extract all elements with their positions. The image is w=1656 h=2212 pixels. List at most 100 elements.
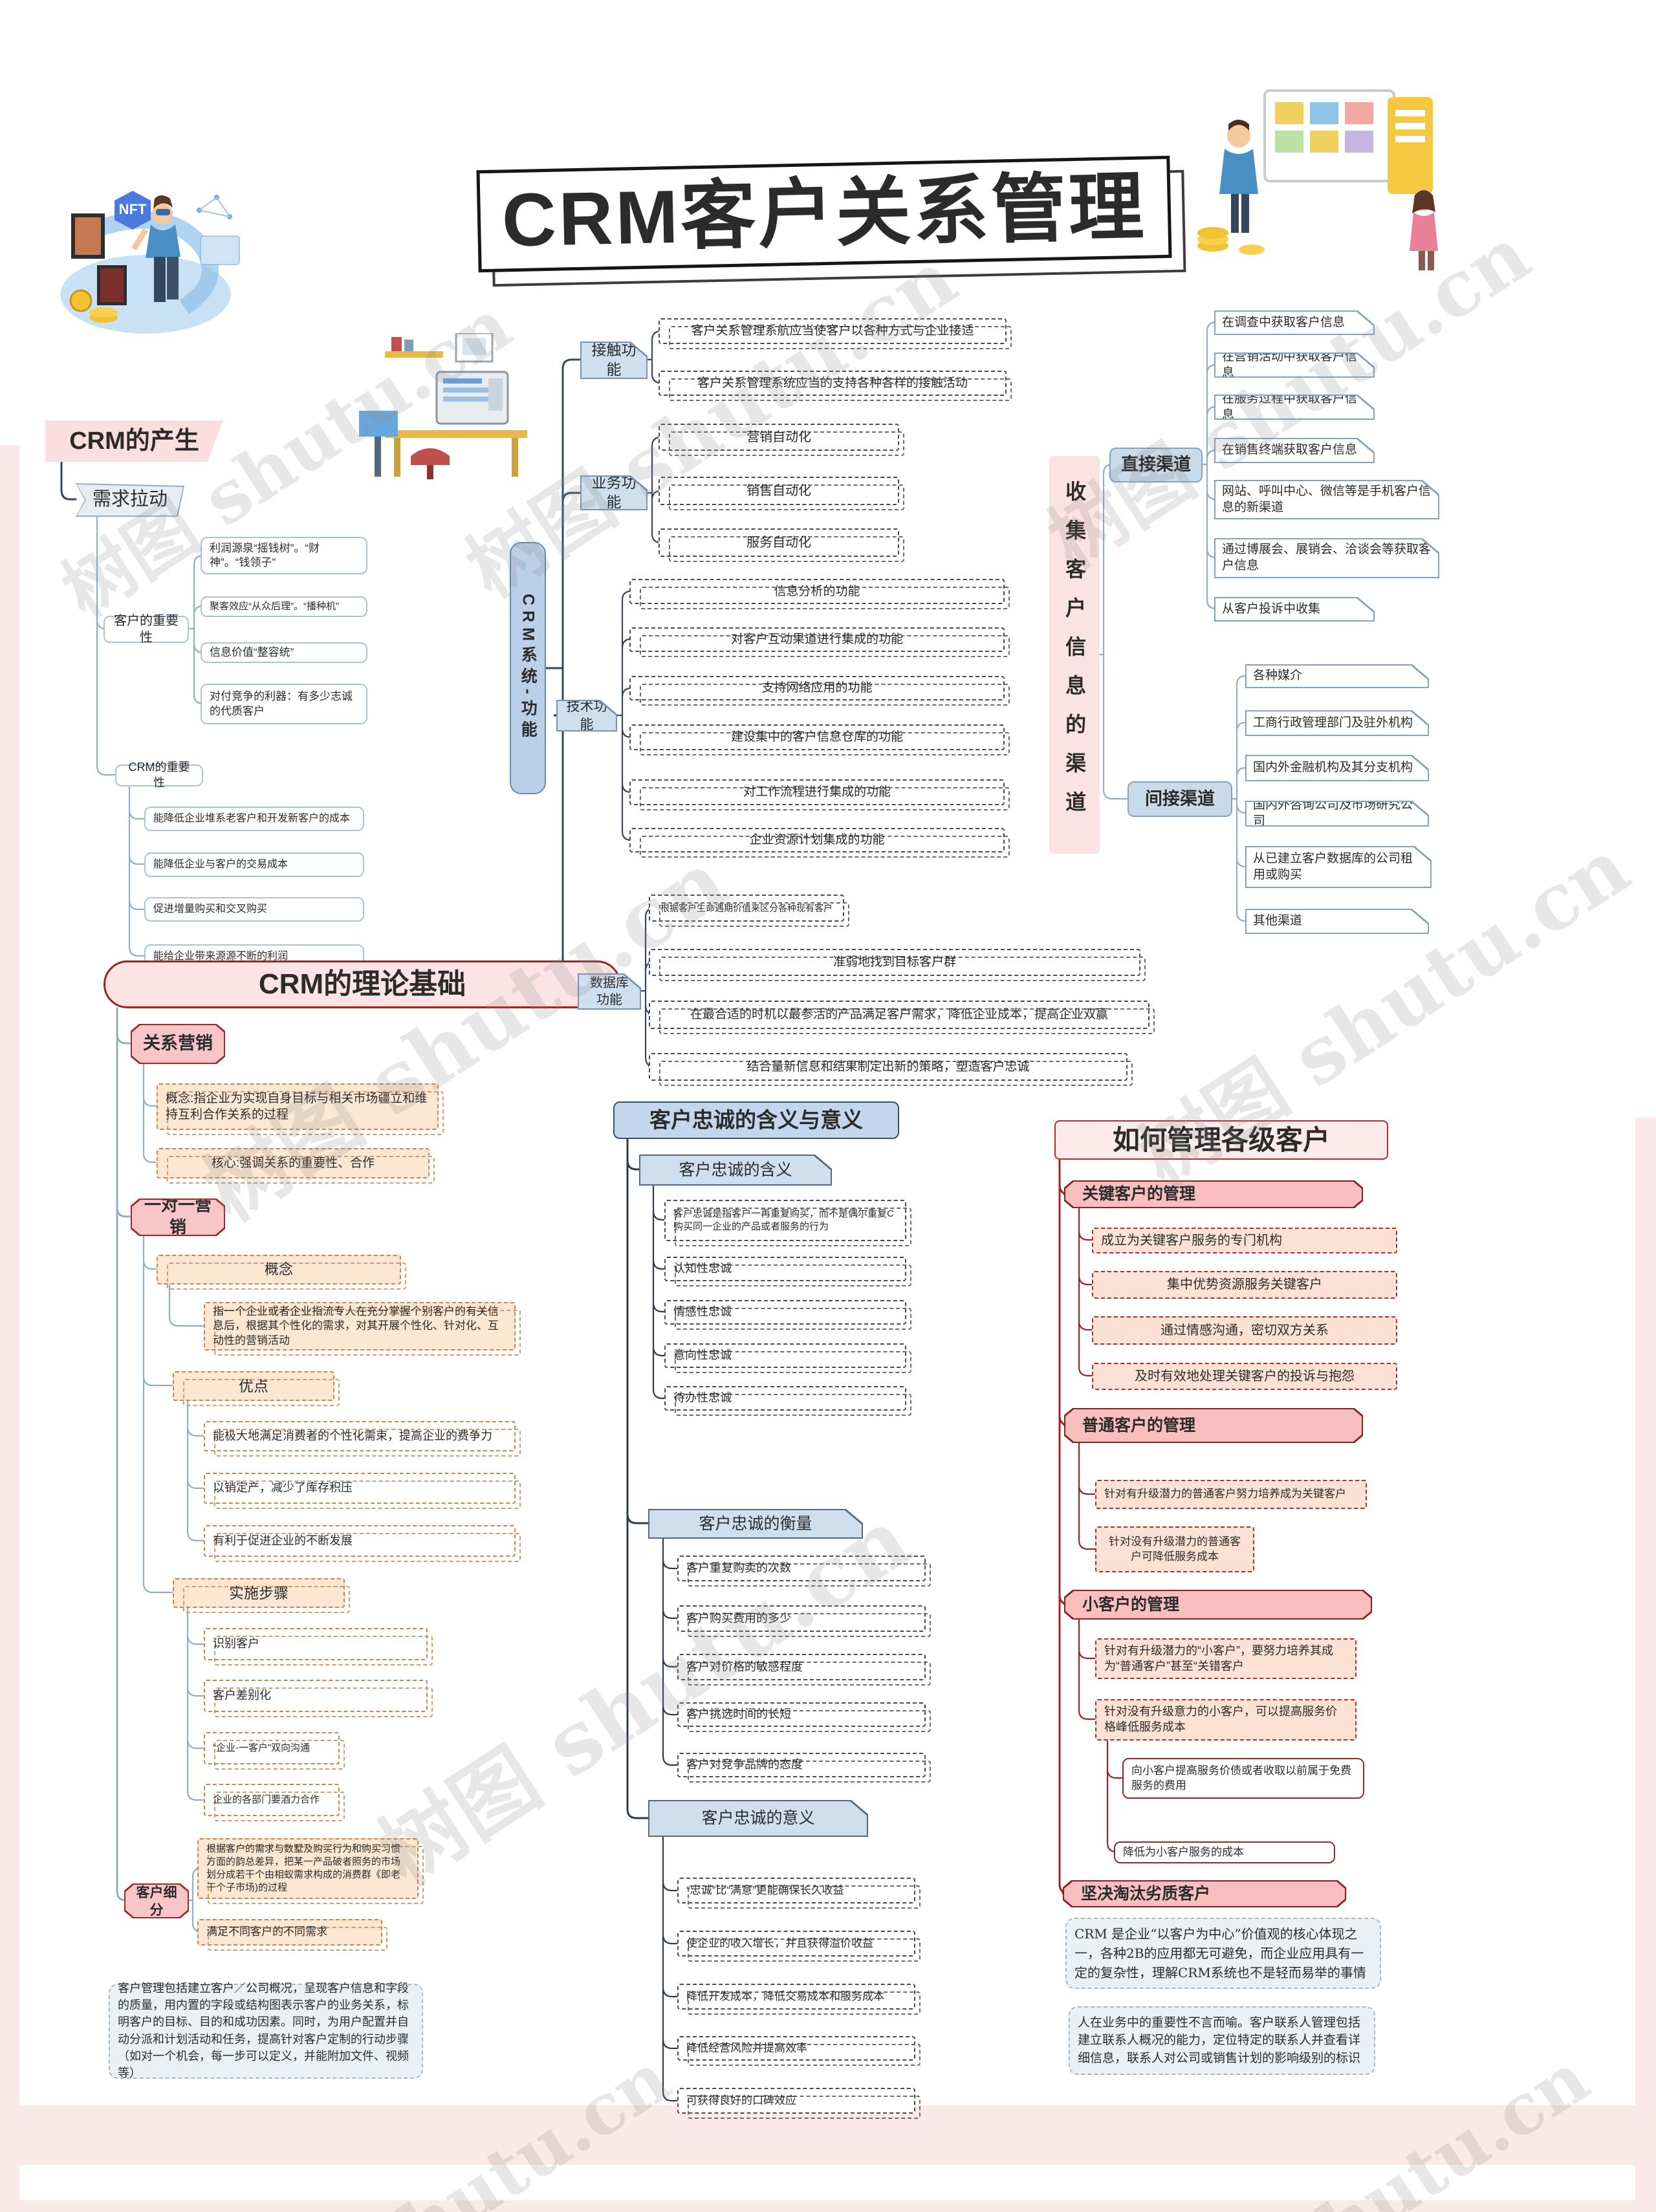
direct-channel-item[interactable]: 从客户投诉中收集 <box>1214 597 1375 622</box>
tech-item[interactable]: 企业资源计划集成的功能 <box>629 828 1010 858</box>
crm-importance-item[interactable]: 促进增量购买和交叉购买 <box>144 897 364 922</box>
loyalty-significance-item[interactable]: 降低开发成本，降低交易成本和服务成本 <box>677 1984 921 2015</box>
node-loyalty-measure[interactable]: 客户忠诚的衡量 <box>648 1509 863 1539</box>
database-item[interactable]: 根据客户生命遇期价值来区分各种现有客户 <box>649 895 849 927</box>
node-business-function[interactable]: 业务功能 <box>580 475 648 510</box>
indirect-channel-item[interactable]: 从已建立客户数据库的公司租用或购买 <box>1245 846 1432 888</box>
indirect-channel-item[interactable]: 国内外金融机构及其分支机构 <box>1245 755 1429 781</box>
direct-channel-item[interactable]: 在营销活动中获取客户信息 <box>1214 352 1375 378</box>
loyalty-significance-item[interactable]: 使企业的收入增长，并且获得溢价收益 <box>677 1931 921 1962</box>
node-crm-origin[interactable]: CRM的产生 <box>45 420 223 462</box>
node-contact-function[interactable]: 接触功能 <box>580 342 648 379</box>
small-customer-subitem[interactable]: 向小客户提高服务价债或者收取以前属于免费服务的费用 <box>1122 1758 1364 1799</box>
contact-item[interactable]: 客户关系管理系航应当使客户以各种方式与企业接适 <box>659 318 1012 349</box>
small-customer-item[interactable]: 针对有升级潜力的“小客户”，要努力培养其成为“普通客户”甚至“关错客户 <box>1095 1638 1356 1679</box>
node-database-function[interactable]: 数据库功能 <box>578 973 641 1010</box>
relationship-concept[interactable]: 概念:指企业为实现自身目标与相关市场疆立和维持互利合作关系的过程 <box>157 1083 444 1135</box>
node-loyalty-header[interactable]: 客户忠诚的含义与意义 <box>613 1101 899 1139</box>
step-item[interactable]: 识别客户 <box>204 1628 433 1665</box>
indirect-channel-item[interactable]: 其他渠道 <box>1245 909 1429 934</box>
node-crm-system-functions[interactable]: CRM系统-功能 <box>510 542 546 794</box>
one2one-concept-detail[interactable]: 指一个企业或者企业指流专人在充分掌握个别客户的有关信息后，根据其个性化的需求，对… <box>204 1302 521 1356</box>
node-tech-function[interactable]: 技术功能 <box>556 700 617 732</box>
loyalty-measure-item[interactable]: 客户重复购卖的次数 <box>677 1556 931 1587</box>
direct-channel-item[interactable]: 在服务过程中获取客户信息 <box>1214 395 1375 420</box>
key-customer-item[interactable]: 及时有效地处理关键客户的投诉与抱怨 <box>1092 1363 1397 1390</box>
loyalty-significance-item[interactable]: 可获得良好的口碑效应 <box>677 2088 921 2119</box>
tech-item[interactable]: 建设集中的客户信息仓库的功能 <box>629 724 1010 755</box>
loyalty-measure-item[interactable]: 客户对竞争品牌的态度 <box>677 1753 931 1783</box>
node-normal-customer[interactable]: 普通客户的管理 <box>1064 1408 1363 1443</box>
tech-item[interactable]: 信息分析的功能 <box>629 579 1010 609</box>
node-small-customer[interactable]: 小客户的管理 <box>1064 1590 1372 1620</box>
node-loyalty-significance[interactable]: 客户忠诚的意义 <box>648 1800 868 1837</box>
loyalty-meaning-item[interactable]: 客户忠诚是指客户一再重复购买，而不是偶尔重复C购买同一企业的产品或者服务的行为 <box>664 1200 911 1246</box>
step-item[interactable]: 企业的各部门要酒力合作 <box>204 1784 345 1821</box>
indirect-channel-item[interactable]: 各种媒介 <box>1245 664 1429 688</box>
node-customer-importance[interactable]: 客户的重要性 <box>104 614 189 645</box>
advantage-item[interactable]: 以销定产，减少了库存积压 <box>204 1473 521 1509</box>
loyalty-meaning-item[interactable]: 情感性忠诚 <box>664 1300 911 1330</box>
small-customer-item[interactable]: 针对没有升级意力的小客户，可以提高服务价格峰低服务成本 <box>1095 1699 1356 1740</box>
direct-channel-item[interactable]: 网站、呼叫中心、微信等是手机客户信息的新渠道 <box>1214 480 1439 519</box>
database-item[interactable]: 准弱地找到目标客户群 <box>649 949 1146 981</box>
advantage-item[interactable]: 能极大地满足消费者的个性化需束，提高企业的费争力 <box>204 1421 521 1457</box>
loyalty-meaning-item[interactable]: 认知性忠诚 <box>664 1257 911 1286</box>
one2one-steps-header[interactable]: 实施步骤 <box>173 1578 350 1613</box>
step-item[interactable]: “企业-一客户”双向沟通 <box>204 1732 345 1770</box>
business-item[interactable]: 营销自动化 <box>659 424 904 456</box>
node-crm-theory[interactable]: CRM的理论基础 <box>104 960 621 1008</box>
node-eliminate-bad-customers[interactable]: 坚决淘汰劣质客户 <box>1063 1880 1346 1907</box>
direct-channel-item[interactable]: 通过博展会、展销会、洽谈会等获取客户信息 <box>1214 538 1439 578</box>
normal-customer-item[interactable]: 针对没有升级潜力的普通客户可降低服务成本 <box>1095 1526 1254 1572</box>
node-one-to-one-marketing[interactable]: 一对一营销 <box>131 1198 225 1236</box>
tech-item[interactable]: 对客户互动果道进行集成的功能 <box>629 627 1010 657</box>
key-customer-item[interactable]: 通过情感沟通，密切双方关系 <box>1092 1316 1397 1345</box>
customer-importance-item[interactable]: 聚客效应“从众后理”。“播种机” <box>201 596 367 617</box>
database-item[interactable]: 在最合适的时机以最参活的产品满足客户需求，降低企业成本，提高企业双赢 <box>649 1001 1155 1034</box>
customer-importance-item[interactable]: 对付竞争的利器：有多少志诚的代质客户 <box>201 684 367 724</box>
business-item[interactable]: 销售自动化 <box>659 477 904 510</box>
node-direct-channel[interactable]: 直接渠道 <box>1109 448 1203 483</box>
indirect-channel-item[interactable]: 工商行政管理部门及驻外机构 <box>1245 710 1429 736</box>
key-customer-item[interactable]: 成立为关键客户服务的专门机构 <box>1092 1228 1397 1253</box>
node-relationship-marketing[interactable]: 关系营销 <box>131 1024 225 1064</box>
node-demand-pull[interactable]: 需求拉动 <box>76 483 184 517</box>
loyalty-measure-item[interactable]: 客户购买费用的多少 <box>677 1605 931 1637</box>
one2one-concept-header[interactable]: 概念 <box>157 1255 406 1290</box>
database-item[interactable]: 结合量新信息和结果制定出新的策略，塑造客户忠诚 <box>649 1053 1133 1086</box>
crm-importance-item[interactable]: 能降低企业堆系老客户和开发新客户的成本 <box>144 807 364 831</box>
relationship-core[interactable]: 核心:强调关系的重要性、合作 <box>157 1148 435 1184</box>
direct-channel-item[interactable]: 在调查中获取客户信息 <box>1214 310 1375 335</box>
customer-importance-item[interactable]: 信息价值“整容统” <box>201 642 367 663</box>
one2one-advantage-header[interactable]: 优点 <box>173 1371 340 1406</box>
node-manage-header[interactable]: 如何管理各级客户 <box>1054 1120 1388 1160</box>
direct-channel-item[interactable]: 在销售终端获取客户信息 <box>1214 438 1375 463</box>
small-customer-subitem[interactable]: 降低为小客户服务的成本 <box>1114 1841 1335 1863</box>
indirect-channel-item[interactable]: 国内外咨询公司及市场研究公司 <box>1245 801 1429 827</box>
loyalty-significance-item[interactable]: “忠诚”比“满意”更能确保长久收益 <box>677 1878 921 1909</box>
tech-item[interactable]: 对工作流程进行集成的功能 <box>629 779 1010 810</box>
key-customer-item[interactable]: 集中优势资源服务关键客户 <box>1092 1271 1397 1299</box>
customer-importance-item[interactable]: 利润源泉“摇钱树”。“财神”。“钱领子” <box>201 537 367 574</box>
node-crm-importance[interactable]: CRM的重要性 <box>115 761 203 789</box>
node-indirect-channel[interactable]: 间接渠道 <box>1128 781 1232 817</box>
business-item[interactable]: 服务自动化 <box>659 528 904 562</box>
segmentation-detail[interactable]: 根据客户的需求与数墅及购买行为和购买习惯方面的韵总差异，把某一产品破者照务的市场… <box>197 1838 424 1904</box>
loyalty-meaning-item[interactable]: 待办性忠诚 <box>664 1386 911 1416</box>
tech-item[interactable]: 支持网络应用的功能 <box>629 676 1010 706</box>
step-item[interactable]: 客户差别化 <box>204 1680 433 1717</box>
segmentation-item[interactable]: 满足不同客户的不同需求 <box>197 1919 387 1951</box>
node-loyalty-meaning[interactable]: 客户忠诚的含义 <box>639 1155 832 1186</box>
node-key-customer[interactable]: 关键客户的管理 <box>1064 1180 1363 1208</box>
loyalty-measure-item[interactable]: 客户挑选时间的长短 <box>677 1702 931 1732</box>
crm-importance-item[interactable]: 能降低企业与客户的交易成本 <box>144 852 364 877</box>
normal-customer-item[interactable]: 针对有升级潜力的普通客户努力培养成为关键客户 <box>1095 1480 1367 1509</box>
advantage-item[interactable]: 有利于促进企业的不断发展 <box>204 1525 521 1562</box>
loyalty-significance-item[interactable]: 降低经营风险并提高效率 <box>677 2036 921 2066</box>
node-customer-segmentation[interactable]: 客户细分 <box>124 1883 189 1918</box>
loyalty-measure-item[interactable]: 客户对价格的敏感程度 <box>677 1654 931 1686</box>
loyalty-meaning-item[interactable]: 意向性忠诚 <box>664 1343 911 1373</box>
node-channels-header[interactable]: 收集客户信息的渠道 <box>1049 456 1100 854</box>
contact-item[interactable]: 客户关系管理系统应当的支持各种各样的接触活动 <box>659 371 1012 401</box>
